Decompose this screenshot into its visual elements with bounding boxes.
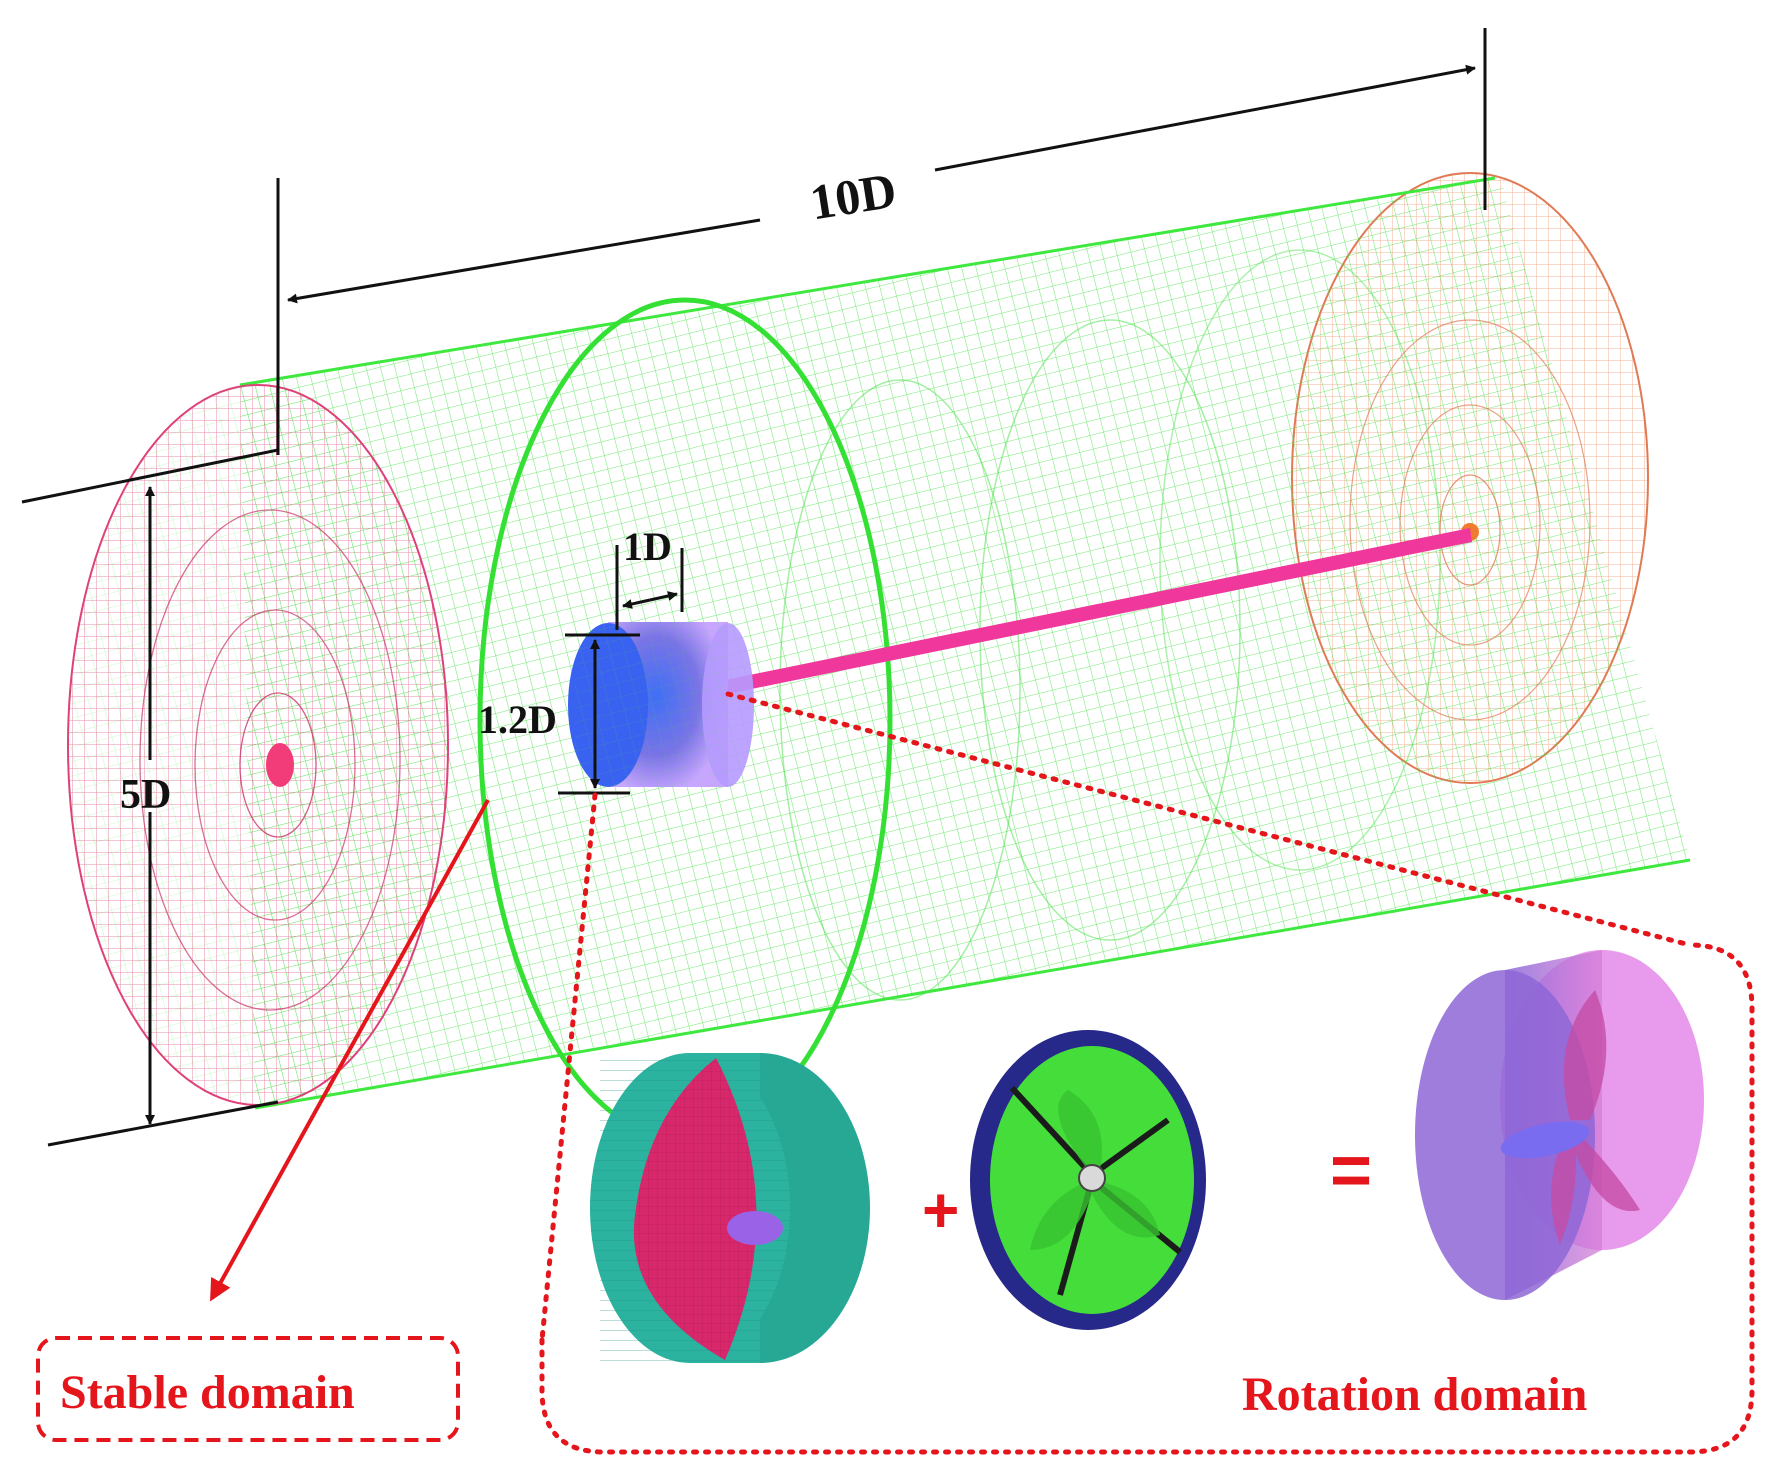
stator-part — [590, 1053, 870, 1363]
inlet-ring — [194, 609, 356, 921]
dimension-10d: 10D — [276, 28, 1487, 455]
dimension-5d: 5D — [21, 448, 279, 1147]
extension-line — [47, 1100, 279, 1147]
dimension-line — [934, 64, 1476, 172]
stable-domain-arrow — [210, 799, 490, 1302]
shaft-body — [725, 528, 1472, 694]
outlet-ring — [1349, 319, 1591, 721]
rotor-length-label: 1D — [623, 524, 672, 569]
stable-domain-label: Stable domain — [60, 1366, 355, 1419]
combined-blade — [1570, 1130, 1640, 1212]
length-label: 10D — [806, 162, 900, 231]
plus-sign: + — [922, 1174, 959, 1246]
cylinder-top-edge — [239, 176, 1496, 387]
rotation-domain-label: Rotation domain — [1242, 1368, 1587, 1421]
dimension-line — [649, 591, 678, 602]
rotor-diameter-label: 1.2D — [478, 697, 557, 742]
rotor-hub-mesh — [575, 622, 728, 787]
leader-dotted — [539, 792, 598, 1343]
rotation-domain-callout: Rotation domain — [539, 691, 1755, 1455]
mesh-ring — [1159, 249, 1441, 871]
propeller-part — [970, 1030, 1206, 1330]
teal-hub-icon — [727, 1211, 783, 1245]
blade-gap — [1009, 1085, 1095, 1178]
shaft — [725, 528, 1472, 694]
diameter-label: 5D — [120, 772, 171, 818]
inlet-face-green — [68, 385, 448, 1105]
dimension-1-2d: 1.2D — [478, 633, 640, 795]
blade-gap — [1090, 1117, 1170, 1178]
dimension-1d: 1D — [615, 524, 684, 630]
propeller-hub — [1078, 1164, 1106, 1192]
propeller-blade — [1030, 1180, 1095, 1250]
outlet-ring — [1439, 474, 1501, 586]
leader-dotted — [725, 691, 1693, 948]
combined-blade — [1563, 990, 1607, 1120]
propeller-blade — [1058, 1090, 1102, 1175]
outlet-ring — [1399, 404, 1541, 646]
inlet-ring — [139, 509, 401, 1011]
dimension-line — [287, 218, 761, 304]
combined-hub — [1500, 1121, 1590, 1159]
rotation-domain-composition: + = — [590, 950, 1704, 1363]
mesh-ring — [779, 379, 1021, 1001]
stable-domain-callout: Stable domain — [36, 799, 490, 1442]
combined-front — [1415, 970, 1595, 1300]
inlet-ring — [239, 692, 317, 838]
magenta-face-mesh — [633, 1058, 757, 1360]
dimension-line — [622, 598, 651, 609]
rotation-domain-frame — [539, 942, 1755, 1455]
extension-line — [21, 448, 279, 504]
rotor-hub — [568, 622, 754, 787]
equals-sign: = — [1330, 1131, 1372, 1211]
cylinder-bottom-edge — [254, 858, 1691, 1110]
inlet-center — [266, 743, 294, 787]
combined-blade — [1551, 1135, 1576, 1245]
propeller-blade — [1090, 1180, 1160, 1238]
stable-domain-box — [36, 1336, 460, 1442]
combined-part — [1415, 950, 1704, 1300]
